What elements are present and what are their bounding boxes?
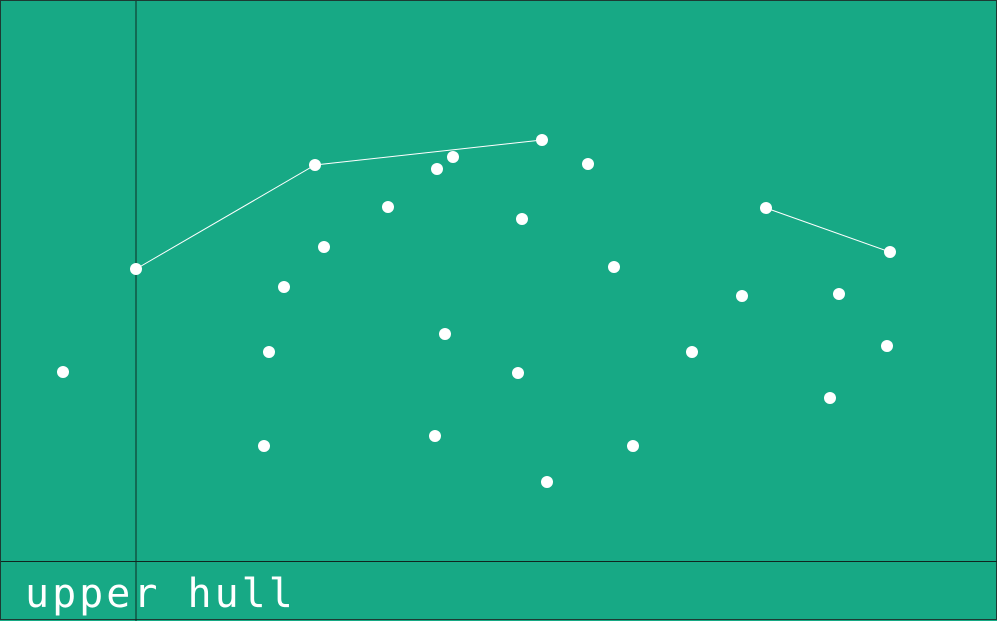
point-9 <box>431 163 443 175</box>
point-20 <box>686 346 698 358</box>
point-3 <box>309 159 321 171</box>
point-12 <box>429 430 441 442</box>
point-16 <box>541 476 553 488</box>
point-13 <box>536 134 548 146</box>
point-25 <box>881 340 893 352</box>
hull-edge-chain-2 <box>765 207 891 253</box>
point-11 <box>439 328 451 340</box>
point-15 <box>512 367 524 379</box>
point-10 <box>447 151 459 163</box>
point-7 <box>258 440 270 452</box>
point-19 <box>627 440 639 452</box>
point-5 <box>318 241 330 253</box>
point-24 <box>824 392 836 404</box>
status-label: upper hull <box>25 571 296 617</box>
point-2 <box>130 263 142 275</box>
point-21 <box>736 290 748 302</box>
point-26 <box>884 246 896 258</box>
point-17 <box>582 158 594 170</box>
point-22 <box>760 202 772 214</box>
hull-edge-chain-1 <box>135 139 543 270</box>
point-6 <box>263 346 275 358</box>
point-18 <box>608 261 620 273</box>
point-8 <box>382 201 394 213</box>
point-23 <box>833 288 845 300</box>
point-1 <box>57 366 69 378</box>
status-bar: upper hull <box>1 561 997 621</box>
point-14 <box>516 213 528 225</box>
point-4 <box>278 281 290 293</box>
